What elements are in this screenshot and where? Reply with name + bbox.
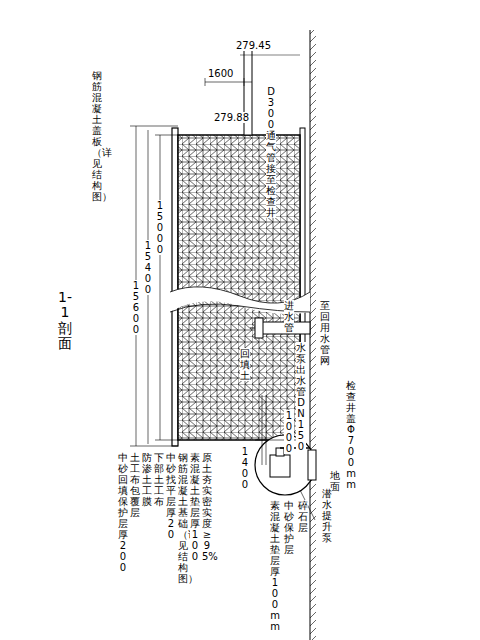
- annotation-label: 土工布包覆层: [130, 452, 140, 518]
- annotation-label: 中砂保护层: [284, 500, 294, 555]
- annotation-label: 原土夯实 密实度≥95%: [202, 452, 212, 562]
- annotation-label: 潜水提升泵: [322, 488, 332, 543]
- annotation-label: 进水管: [284, 300, 294, 333]
- annotation-label: 检查井盖Φ700mm: [346, 380, 356, 490]
- annotation-label: 至回用水管网: [320, 300, 330, 366]
- annotation-label: 1400: [240, 446, 250, 490]
- annotation-label: 中砂找平层 厚20: [166, 452, 176, 540]
- dimension-lines: [130, 126, 178, 446]
- annotation-label: 下部土工布: [154, 452, 164, 507]
- annotation-label: 钢筋混凝土基础（详见结构图）: [178, 452, 188, 584]
- annotation-label: 1600: [208, 68, 233, 79]
- annotation-label: 279.45: [236, 40, 271, 51]
- annotation-label: 中砂回填保护层 厚200: [118, 452, 128, 573]
- section-title: 1-1剖面: [58, 290, 72, 352]
- annotation-label: 钢筋混凝土盖板（详见结构图）: [92, 70, 102, 202]
- annotation-label: 279.88: [214, 112, 249, 123]
- annotation-label: 素混凝土垫层 厚100: [190, 452, 200, 562]
- annotation-label: 水泵出水管DN150: [296, 342, 306, 452]
- annotation-label: 碎石层: [298, 500, 308, 533]
- annotation-label: 15400: [143, 240, 153, 295]
- ground-line: [310, 30, 316, 640]
- annotation-label: 回填土: [240, 348, 250, 381]
- annotation-label: 素混凝土垫层 厚100mm: [270, 500, 280, 632]
- annotation-label: 1000: [284, 410, 294, 454]
- cover-slab: [172, 128, 178, 446]
- pump-pipe: [262, 395, 266, 465]
- dimension-line: [205, 82, 252, 83]
- inlet-pipe: [250, 318, 310, 338]
- annotation-label: D300通气管接至检查井: [266, 86, 276, 218]
- level-mark: [240, 55, 300, 56]
- annotation-label: 15000: [155, 200, 165, 255]
- annotation-label: 15600: [131, 280, 141, 335]
- annotation-label: 防渗土工膜: [142, 452, 152, 507]
